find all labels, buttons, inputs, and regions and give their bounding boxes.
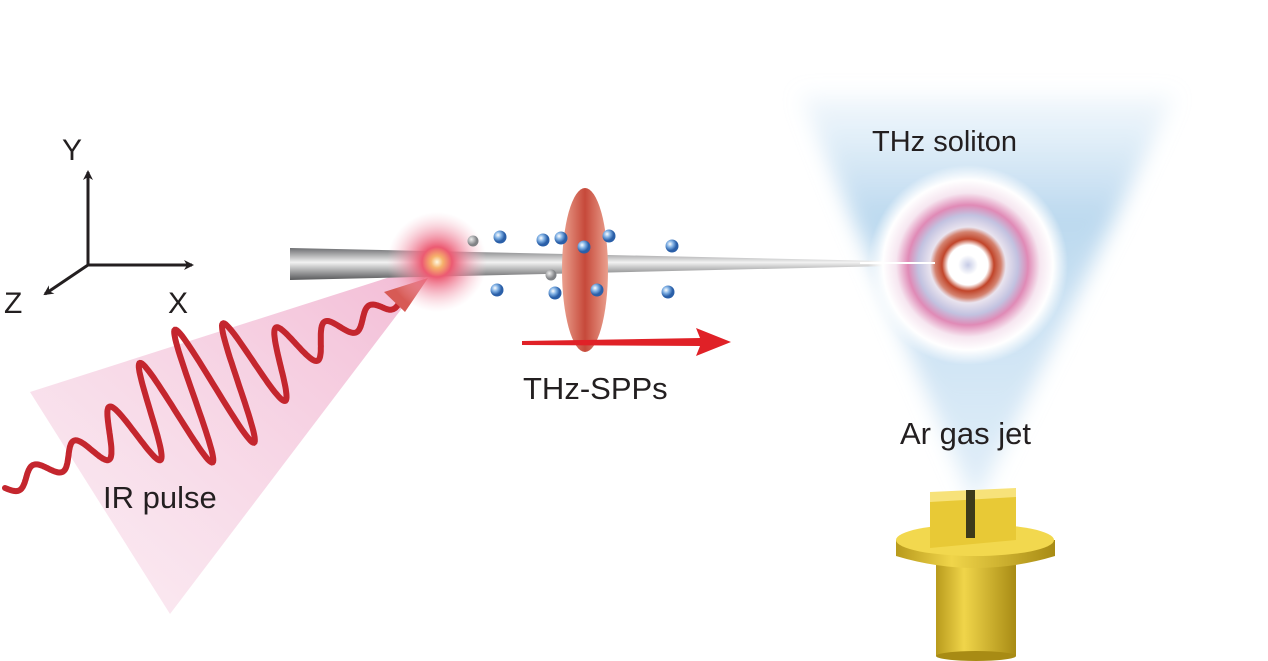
electron-dot bbox=[577, 240, 591, 254]
z-axis-label: Z bbox=[4, 287, 22, 320]
electron-dot bbox=[548, 286, 562, 300]
electron-dot bbox=[602, 229, 616, 243]
electrons bbox=[467, 229, 679, 300]
ir-beam-cone bbox=[30, 262, 437, 614]
ir-pulse-label: IR pulse bbox=[103, 480, 217, 515]
z-axis-arrow bbox=[43, 263, 89, 296]
propagation-arrow bbox=[522, 328, 731, 356]
electron-dot bbox=[493, 230, 507, 244]
y-axis-label: Y bbox=[62, 134, 82, 167]
ar-gas-jet-label: Ar gas jet bbox=[900, 416, 1031, 451]
electron-dot bbox=[665, 239, 679, 253]
metal-wire-needle bbox=[290, 248, 930, 280]
electron-dot bbox=[554, 231, 568, 245]
thz-soliton-rings bbox=[868, 165, 1068, 365]
ion-dot bbox=[545, 269, 557, 281]
ion-dot bbox=[467, 235, 479, 247]
electron-dot bbox=[661, 285, 675, 299]
gas-nozzle bbox=[896, 488, 1055, 661]
ir-pulse-wave bbox=[2, 295, 408, 495]
thz-spps-label: THz-SPPs bbox=[523, 371, 668, 406]
coordinate-axes bbox=[43, 170, 194, 296]
x-axis-label: X bbox=[168, 287, 188, 320]
nozzle-slit bbox=[966, 490, 975, 538]
thz-spp-wavepacket bbox=[562, 188, 608, 352]
thz-soliton-label: THz soliton bbox=[872, 126, 1017, 158]
electron-dot bbox=[590, 283, 604, 297]
electron-dot bbox=[490, 283, 504, 297]
focus-glow bbox=[387, 212, 487, 312]
electron-dot bbox=[536, 233, 550, 247]
